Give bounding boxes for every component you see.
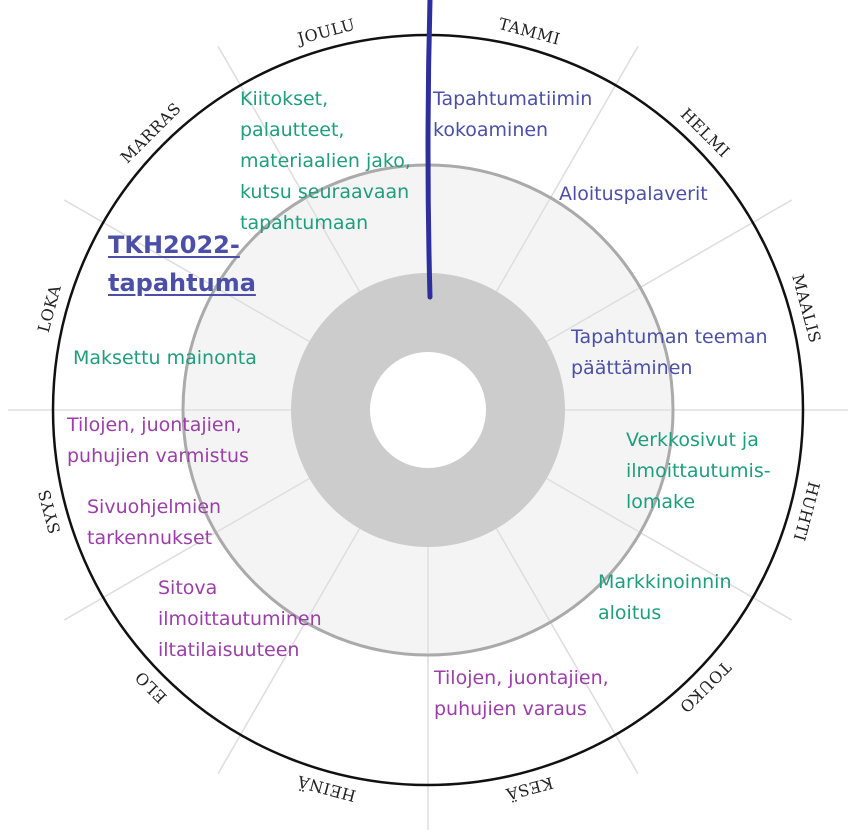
event-title-line-2: tapahtuma: [108, 269, 256, 297]
month-divider: [63, 199, 217, 289]
month-divider: [217, 621, 307, 775]
event-title[interactable]: TKH2022- tapahtuma: [108, 226, 256, 302]
month-divider: [549, 621, 639, 775]
month-label-maalis: MAALIS: [788, 272, 825, 345]
month-divider: [549, 45, 639, 199]
month-divider-inner: [305, 199, 361, 292]
event-verkkosivut: Verkkosivut ja ilmoittautumis- lomake: [626, 429, 771, 513]
event-tapahtumatiimi: Tapahtumatiimin kokoaminen: [433, 88, 593, 141]
month-label-touko: TOUKO: [676, 658, 735, 717]
event-sivuohjelmat: Sivuohjelmien tarkennukset: [87, 496, 222, 549]
event-sitova: Sitova ilmoittautuminen iltatilaisuuteen: [158, 577, 322, 661]
month-label-syys: SYYS: [34, 487, 64, 535]
month-dividers: [8, 0, 848, 830]
month-label-helmi: HELMI: [677, 104, 734, 161]
event-varmistus: Tilojen, juontajien, puhujien varmistus: [67, 414, 249, 467]
center-hole: [370, 352, 486, 468]
event-aloitus: Aloituspalaverit: [559, 183, 708, 205]
month-divider: [63, 531, 217, 621]
month-label-elo: ELO: [131, 667, 171, 707]
month-divider-inner: [217, 287, 310, 343]
event-markkinointi: Markkinoinnin aloitus: [598, 571, 732, 624]
event-kiitokset: Kiitokset, palautteet, materiaalien jako…: [240, 88, 411, 234]
event-mainonta: Maksettu mainonta: [73, 347, 257, 369]
month-divider-inner: [305, 528, 361, 621]
month-divider-inner: [495, 528, 551, 621]
month-divider-inner: [546, 287, 639, 343]
month-divider: [639, 531, 793, 621]
month-divider-inner: [546, 477, 639, 533]
event-varaus: Tilojen, juontajien, puhujien varaus: [434, 667, 609, 720]
month-divider-inner: [217, 477, 310, 533]
month-label-kesä: KESÄ: [504, 773, 556, 805]
event-teema: Tapahtuman teeman päättäminen: [571, 326, 768, 379]
month-divider: [217, 45, 307, 199]
current-time-pointer: [425, 0, 433, 300]
event-title-line-1: TKH2022-: [108, 231, 240, 259]
month-divider-inner: [495, 199, 551, 292]
month-label-loka: LOKA: [34, 283, 65, 335]
month-divider: [639, 199, 793, 289]
